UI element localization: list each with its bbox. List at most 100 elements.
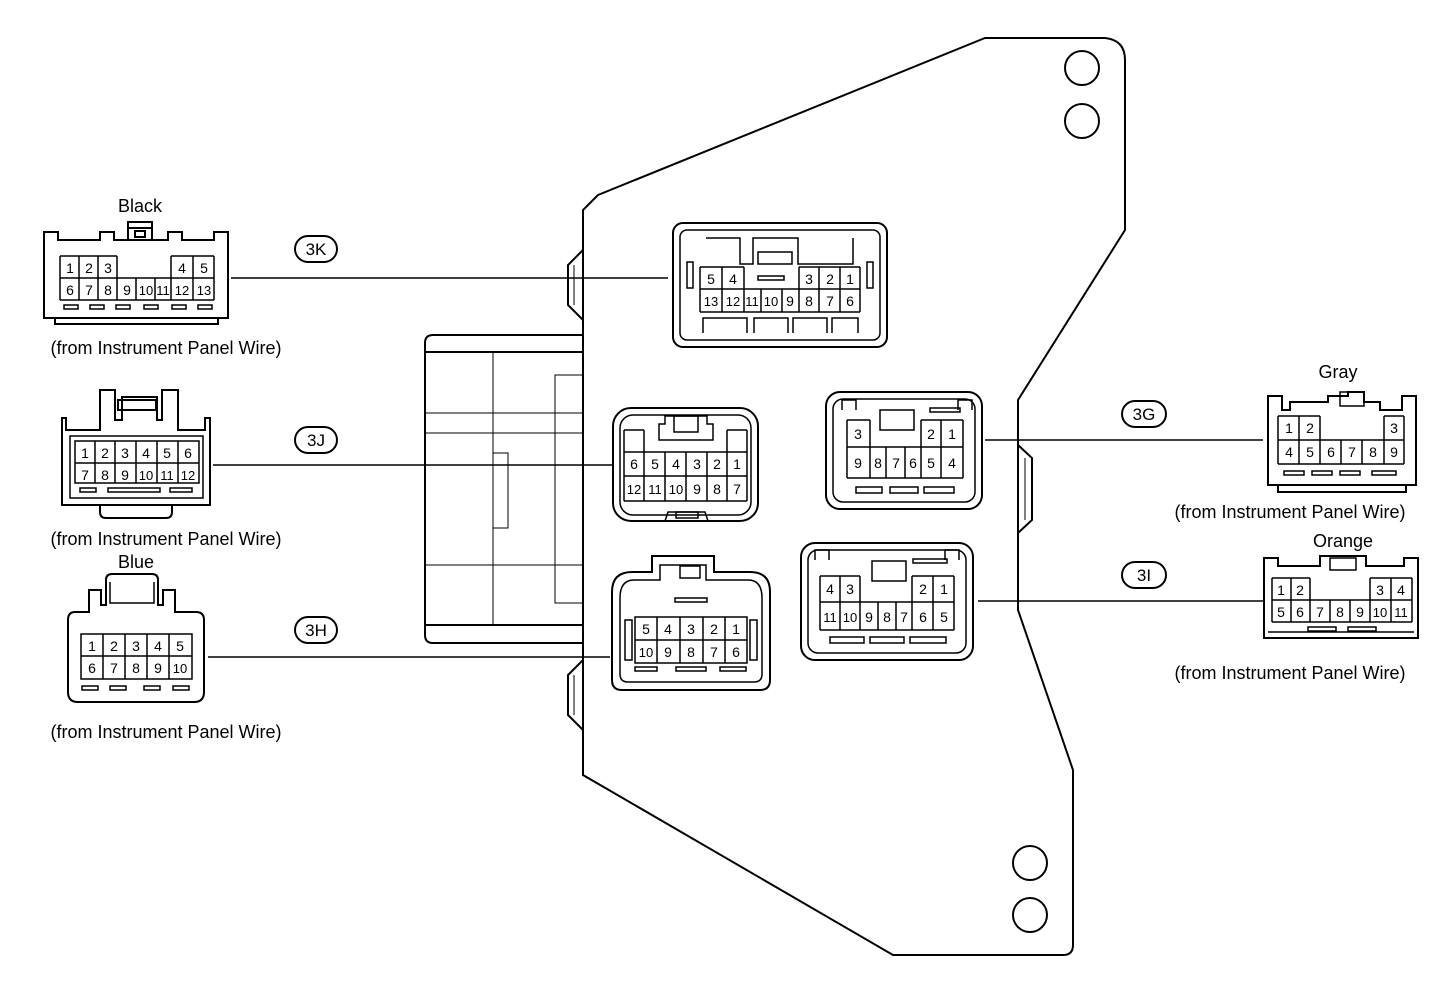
pin: 9 (121, 467, 129, 483)
pin: 4 (948, 455, 956, 471)
mounting-hole (1064, 103, 1100, 139)
tag-3i-label: 3I (1137, 566, 1151, 585)
pin: 4 (1397, 582, 1405, 598)
pins-3i-block-top: 4 3 2 1 (826, 581, 948, 597)
pin: 5 (642, 621, 650, 637)
pin: 11 (156, 283, 170, 298)
pin: 7 (892, 455, 900, 471)
pin: 4 (142, 445, 150, 461)
pin: 1 (846, 271, 854, 287)
pin: 7 (900, 609, 908, 625)
pin: 2 (919, 581, 927, 597)
pin: 3 (805, 271, 813, 287)
pin: 11 (648, 482, 662, 497)
pins-3i-harness-bottom: 5 6 7 8 9 10 11 (1277, 604, 1408, 620)
pin: 2 (927, 426, 935, 442)
pin: 11 (1394, 605, 1408, 620)
pin: 5 (163, 445, 171, 461)
pins-3j-harness-top: 1 2 3 4 5 6 (81, 445, 192, 461)
pin: 2 (826, 271, 834, 287)
pin: 3 (132, 638, 140, 654)
pin: 1 (88, 638, 96, 654)
pin: 9 (154, 660, 162, 676)
pin: 6 (909, 455, 917, 471)
tag-3k: 3K (294, 235, 338, 263)
pin: 8 (1336, 604, 1344, 620)
pin: 1 (1285, 420, 1293, 436)
pin: 7 (1316, 604, 1324, 620)
tag-3j-label: 3J (307, 431, 325, 450)
pin: 8 (1369, 444, 1377, 460)
tag-3k-label: 3K (306, 240, 327, 259)
pin: 9 (123, 282, 131, 298)
pin: 7 (110, 660, 118, 676)
tag-3g: 3G (1121, 400, 1167, 428)
block-connector-3i: 4 3 2 1 11 10 9 8 7 6 5 (800, 542, 974, 661)
pins-3h-block-top: 5 4 3 2 1 (642, 621, 740, 637)
pins-3g-harness-top: 1 2 3 (1285, 420, 1398, 436)
harness-connector-3h: Blue 1 2 3 4 5 6 7 8 9 10 (from Instrume… (50, 552, 281, 742)
pin: 3 (693, 456, 701, 472)
block-connector-3j: 6 5 4 3 2 1 12 11 10 9 8 7 (612, 407, 759, 522)
pin: 11 (160, 468, 174, 483)
block-connector-3h: 5 4 3 2 1 10 9 8 7 6 (611, 555, 771, 691)
pin: 12 (627, 482, 641, 497)
pin: 12 (726, 294, 740, 309)
pin: 6 (846, 293, 854, 309)
pin: 3 (104, 260, 112, 276)
pins-3h-harness-top: 1 2 3 4 5 (88, 638, 184, 654)
pin: 10 (764, 294, 778, 309)
pin: 6 (919, 609, 927, 625)
source-label-3k: (from Instrument Panel Wire) (50, 338, 281, 358)
pins-3j-block-top: 6 5 4 3 2 1 (630, 456, 741, 472)
harness-connector-3k: Black 1 2 3 4 5 6 7 8 9 10 11 (43, 196, 282, 358)
pin: 5 (176, 638, 184, 654)
mounting-hole (1012, 845, 1048, 881)
pin: 9 (865, 609, 873, 625)
pin: 10 (639, 645, 653, 660)
pin: 3 (846, 581, 854, 597)
pin: 2 (85, 260, 93, 276)
pin: 8 (132, 660, 140, 676)
pin: 1 (66, 260, 74, 276)
pin: 5 (1306, 444, 1314, 460)
pin: 5 (707, 271, 715, 287)
pin: 7 (733, 481, 741, 497)
pin: 7 (710, 644, 718, 660)
pin: 11 (745, 294, 759, 309)
pins-3g-harness-bottom: 4 5 6 7 8 9 (1285, 444, 1398, 460)
pin: 2 (1296, 582, 1304, 598)
pin: 7 (826, 293, 834, 309)
pin: 5 (927, 455, 935, 471)
pin: 1 (948, 426, 956, 442)
pin: 9 (786, 293, 794, 309)
pin: 7 (81, 467, 89, 483)
pins-3i-block-bottom: 11 10 9 8 7 6 5 (823, 609, 948, 625)
pin: 8 (104, 282, 112, 298)
source-label-3i: (from Instrument Panel Wire) (1174, 663, 1405, 683)
pin: 13 (704, 294, 718, 309)
pin: 3 (1390, 420, 1398, 436)
pin: 6 (184, 445, 192, 461)
pin: 11 (823, 610, 837, 625)
pin: 4 (154, 638, 162, 654)
pin: 6 (732, 644, 740, 660)
source-label-3g: (from Instrument Panel Wire) (1174, 502, 1405, 522)
pin: 9 (1356, 604, 1364, 620)
pin: 4 (672, 456, 680, 472)
pin: 5 (940, 609, 948, 625)
pin: 8 (687, 644, 695, 660)
pins-3g-block-bottom: 9 8 7 6 5 4 (854, 455, 956, 471)
pin: 5 (200, 260, 208, 276)
pin: 2 (713, 456, 721, 472)
color-label-3k: Black (118, 196, 163, 216)
pins-3i-harness-top: 1 2 3 4 (1277, 582, 1405, 598)
pin: 10 (1373, 605, 1387, 620)
color-label-3g: Gray (1318, 362, 1357, 382)
pin: 4 (664, 621, 672, 637)
pin: 7 (85, 282, 93, 298)
pins-3k-block-bottom: 13 12 11 10 9 8 7 6 (704, 293, 854, 309)
tag-3i: 3I (1121, 561, 1167, 589)
pins-3h-block-bottom: 10 9 8 7 6 (639, 644, 740, 660)
